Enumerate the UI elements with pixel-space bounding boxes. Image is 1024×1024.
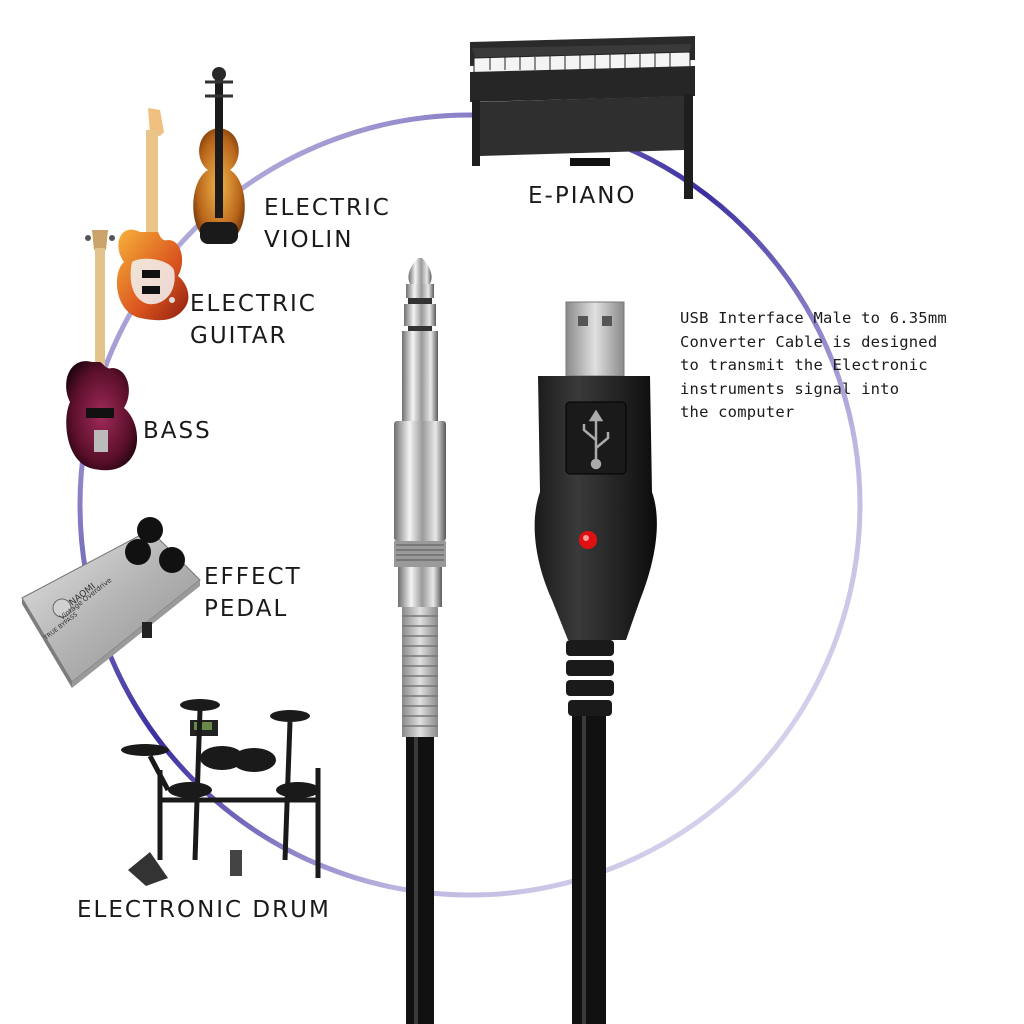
e-piano-label: E-PIANO <box>528 183 637 209</box>
description-line: USB Interface Male to 6.35mm <box>680 309 947 327</box>
electronic-drum-label: ELECTRONIC DRUM <box>77 897 331 923</box>
effect-pedal-label-line1: EFFECT <box>204 564 302 590</box>
electronic-drum-icon <box>121 699 321 886</box>
pedal-knob-icon <box>137 517 163 543</box>
bass-guitar-icon <box>66 230 138 471</box>
effect-pedal-label-line2: PEDAL <box>204 596 289 622</box>
jack-plug-icon <box>394 258 446 1024</box>
bass-label: BASS <box>143 418 212 444</box>
description-line: Converter Cable is designed <box>680 332 938 351</box>
electric-guitar-icon <box>116 108 189 321</box>
electric-guitar-label-line1: ELECTRIC <box>190 291 317 317</box>
connection-ring <box>77 112 863 898</box>
usb-plug-icon <box>534 301 657 1024</box>
e-piano-icon <box>470 36 695 199</box>
description-line: to transmit the Electronic <box>680 356 928 374</box>
electric-violin-label-line2: VIOLIN <box>264 227 354 253</box>
electric-violin-icon <box>193 67 245 244</box>
product-description: USB Interface Male to 6.35mm Converter C… <box>680 307 1010 425</box>
usb-symbol-icon <box>582 409 610 470</box>
effect-pedal-icon: NAOMI Vintage Overdrive TRUE BYPASS <box>21 517 201 688</box>
description-line: instruments signal into <box>680 379 900 398</box>
description-line: the computer <box>680 403 795 421</box>
electric-guitar-label-line2: GUITAR <box>190 323 288 349</box>
electric-violin-label-line1: ELECTRIC <box>264 195 391 221</box>
